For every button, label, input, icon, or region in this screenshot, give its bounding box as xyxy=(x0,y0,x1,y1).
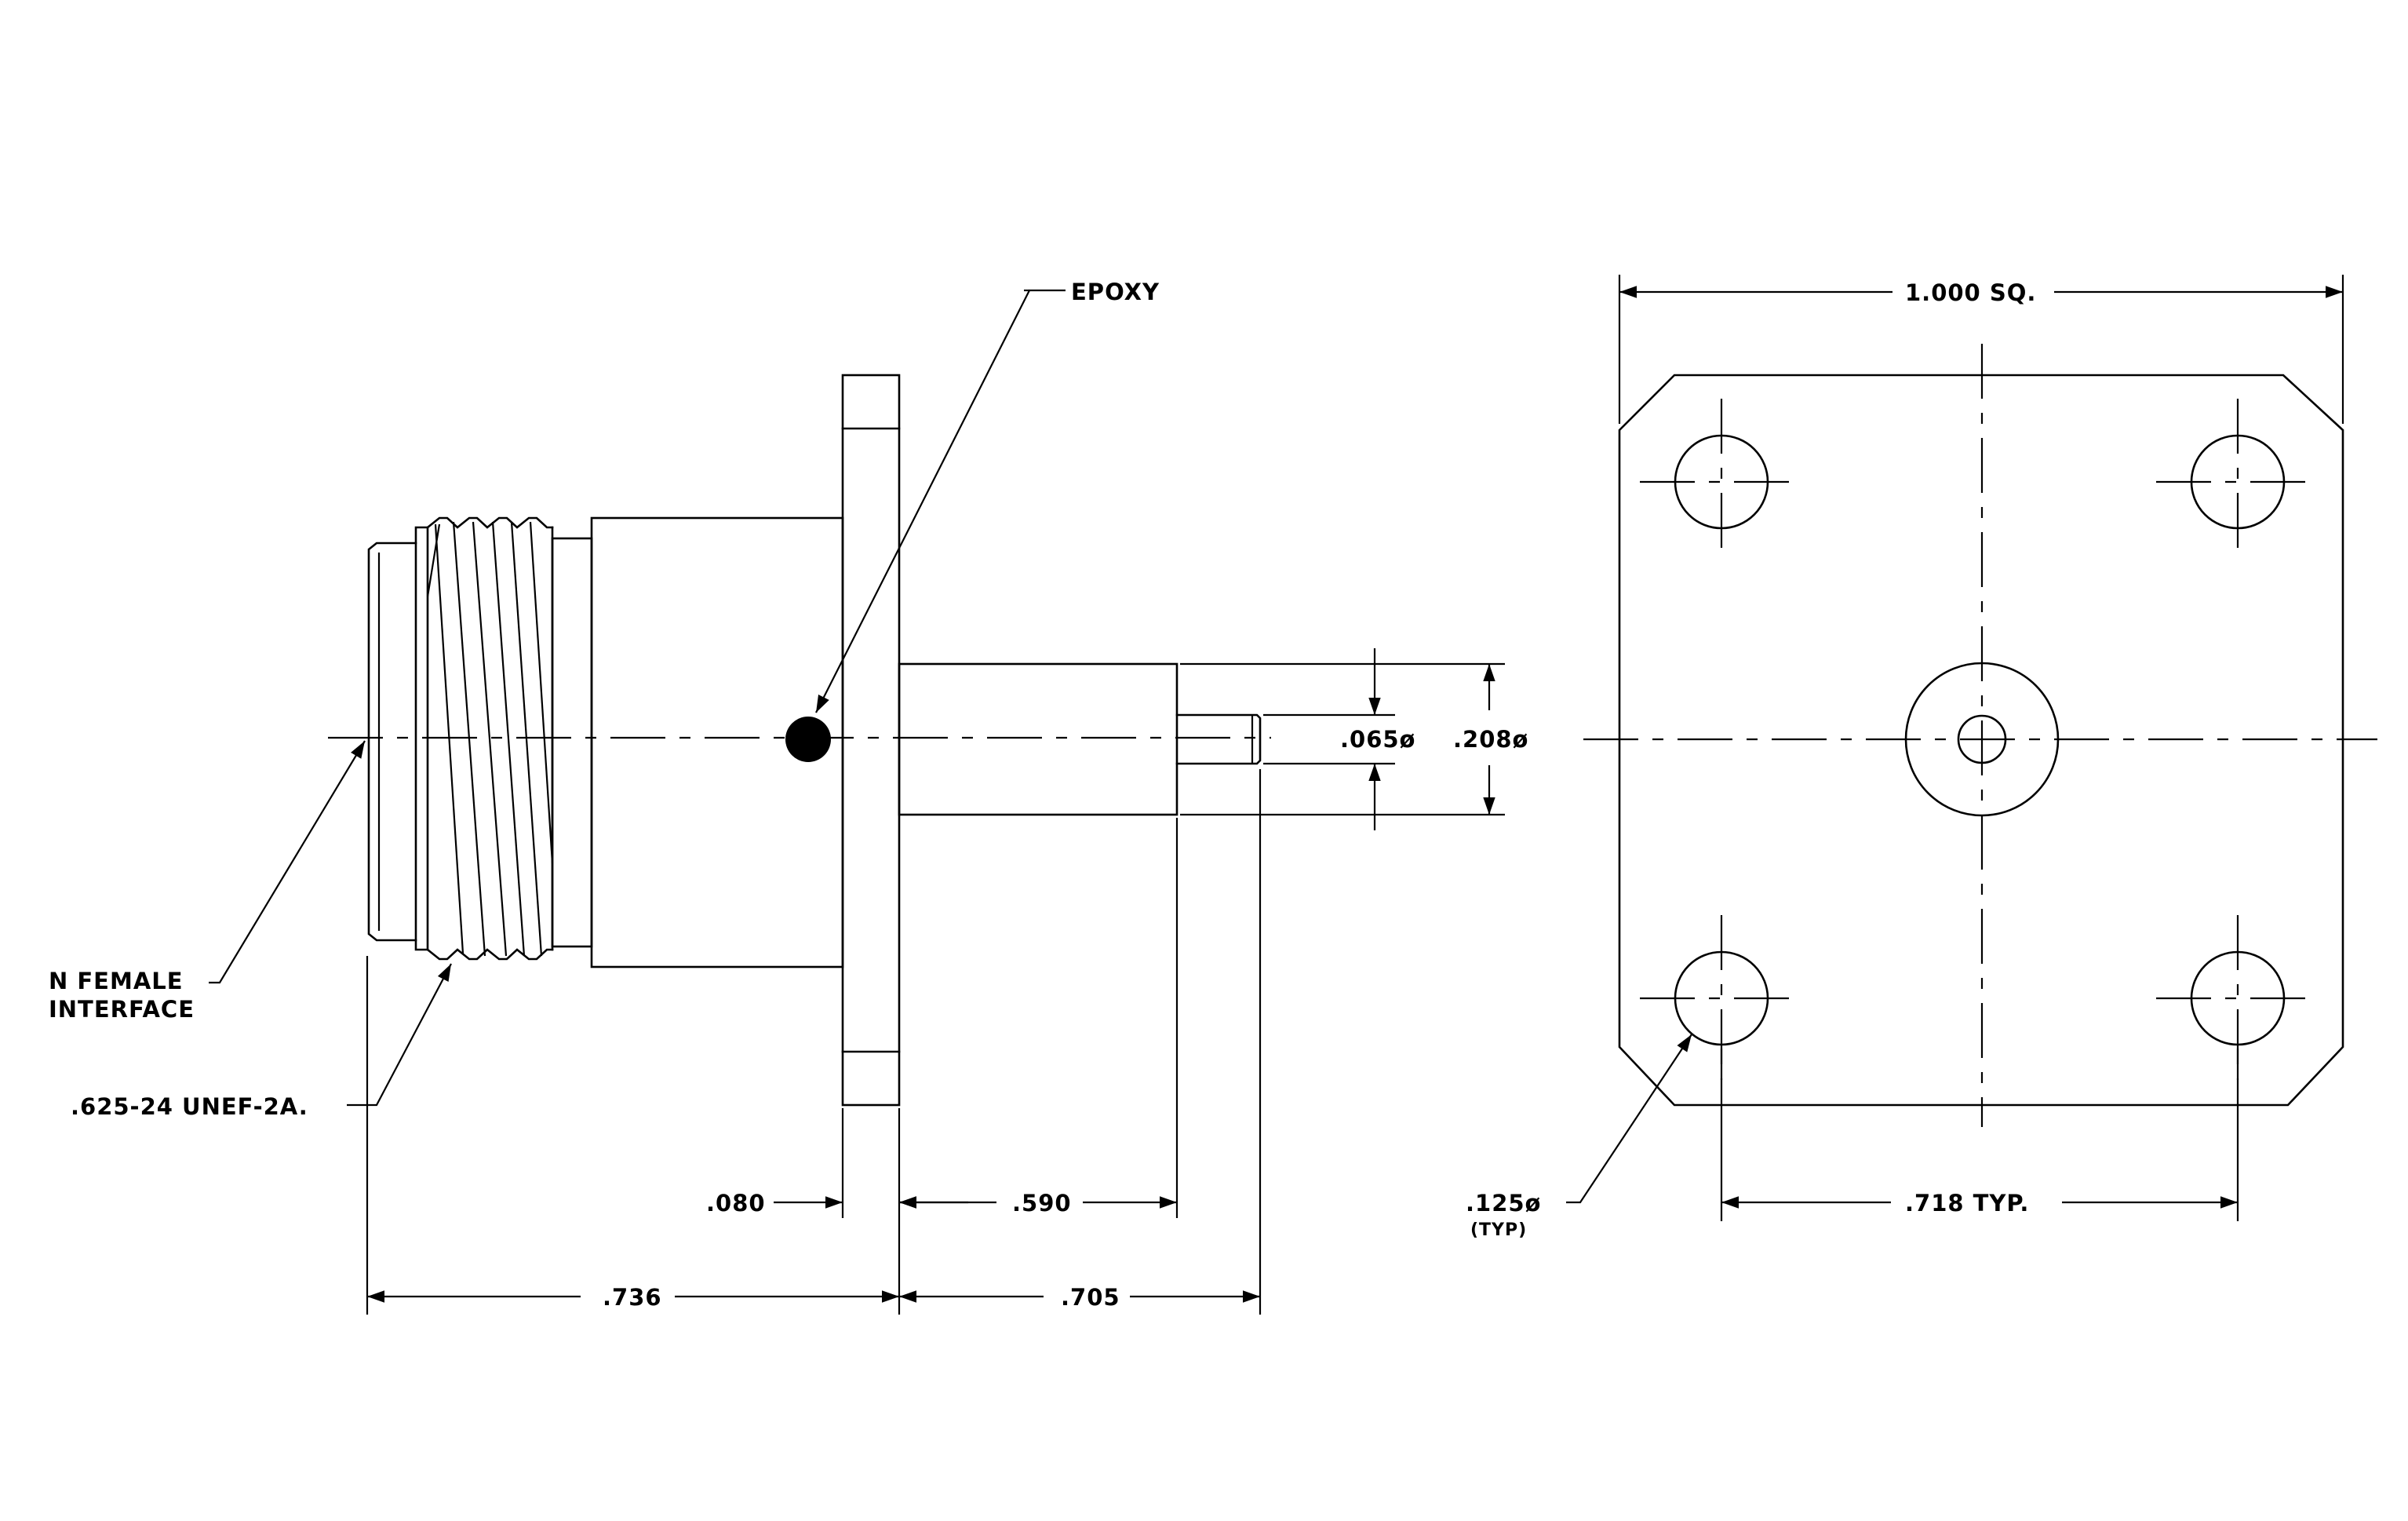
thread-section xyxy=(414,516,593,961)
end-dimensions xyxy=(1566,275,2344,1221)
dim-080-label: .080 xyxy=(706,1190,766,1216)
center-pin xyxy=(1175,713,1262,765)
n-female-label-line1: N FEMALE xyxy=(49,968,184,994)
dielectric-shank xyxy=(898,662,1178,816)
epoxy-label: EPOXY xyxy=(1071,279,1160,305)
hole-dia-label: .125ø xyxy=(1466,1190,1541,1216)
mounting-hole-tl xyxy=(1640,399,1801,562)
hole-dia-typ-label: (TYP) xyxy=(1470,1220,1527,1240)
epoxy-leader xyxy=(815,289,1066,713)
pin-circle xyxy=(1957,714,2007,764)
mounting-hole-tr xyxy=(2156,399,2319,562)
dielectric-circle xyxy=(1904,662,2060,817)
flange-outline xyxy=(1618,374,2344,1107)
flange xyxy=(841,374,901,1107)
hole-spacing-label: .718 TYP. xyxy=(1905,1190,2029,1216)
square-size-label: 1.000 SQ. xyxy=(1905,279,2036,306)
side-dimensions xyxy=(366,648,1505,1315)
dim-065-label: .065ø xyxy=(1340,726,1415,753)
hole-dia-leader xyxy=(1566,1034,1692,1204)
n-female-leader xyxy=(209,740,366,984)
side-leaders xyxy=(209,289,1066,1107)
end-view xyxy=(1583,344,2377,1127)
n-female-label-line2: INTERFACE xyxy=(49,996,195,1023)
thread-label: .625-24 UNEF-2A. xyxy=(71,1093,308,1120)
side-view xyxy=(328,374,1271,1107)
dim-736-label: .736 xyxy=(603,1284,662,1311)
thread-leader xyxy=(347,963,452,1107)
dim-705-label: .705 xyxy=(1061,1284,1120,1311)
dim-208-label: .208ø xyxy=(1453,726,1528,753)
dim-590-label: .590 xyxy=(1012,1190,1072,1216)
epoxy-dot xyxy=(785,717,831,762)
